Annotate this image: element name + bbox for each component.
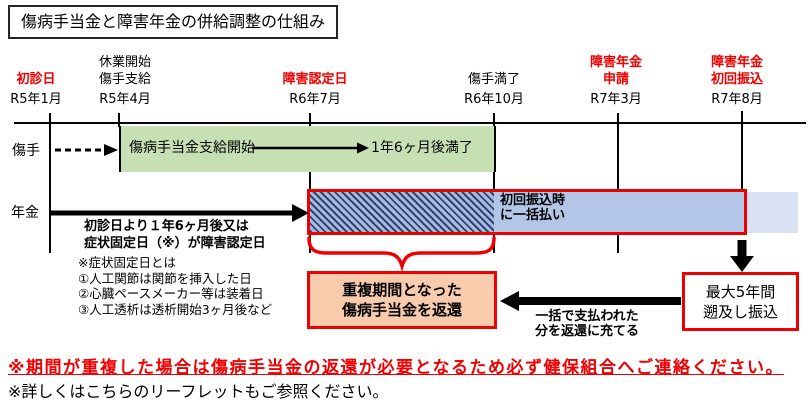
refund-arrow-label: 一括で支払われた 分を返還に充てる (534, 309, 639, 339)
down-arrow-head-icon (730, 256, 754, 272)
milestone-date: R6年7月 (289, 92, 341, 107)
lump-sum-label: 初回振込時 に一括払い (500, 193, 566, 223)
sickness-bar-start-label: 傷病手当金支給開始 (129, 140, 255, 156)
leaflet-note: ※詳しくはこちらのリーフレットもご参照ください。 (8, 382, 389, 401)
milestone-label: 障害認定日 (282, 72, 348, 87)
sickness-row-label: 傷手 (12, 143, 40, 159)
pension-arrow-head-icon (292, 204, 309, 222)
milestone-date: R5年1月 (10, 92, 62, 107)
pension-bar-overlap-hatch (310, 192, 494, 232)
milestone-leave-start: 休業開始 傷手支給 R5年4月 (60, 54, 190, 108)
timeline-axis (14, 122, 806, 124)
overlap-brace (307, 236, 496, 273)
dashed-arrow-head-icon (104, 144, 118, 156)
milestone-date: R5年4月 (99, 92, 151, 107)
sickness-bar-end-label: 1年6ヶ月後満了 (371, 140, 473, 156)
refund-box: 重複期間となった 傷病手当金を返還 (307, 271, 497, 329)
milestone-label: 休業開始 傷手支給 (98, 55, 151, 87)
milestone-disability-certification: 障害認定日 R6年7月 (250, 71, 380, 108)
tick-r5-1 (49, 113, 51, 253)
sickness-bar-arrow-head-icon (357, 142, 369, 154)
pension-bar-extension (747, 192, 798, 233)
tick-r5-4 (118, 113, 120, 127)
tick-r6-7 (309, 113, 311, 253)
tick-r7-3 (617, 113, 619, 253)
warning-text: ※期間が重複した場合は傷病手当金の返還が必要となるため必ず健保組合へご連絡くださ… (8, 358, 785, 378)
tick-r7-8 (741, 111, 743, 192)
milestone-label: 障害年金 初回振込 (710, 55, 763, 87)
fixed-date-note: ※症状固定日とは ①人工関節は関節を挿入した日 ②心臓ペースメーカー等は装着日 … (78, 255, 273, 317)
milestone-label: 障害年金 申請 (589, 55, 642, 87)
milestone-date: R6年10月 (464, 92, 524, 107)
milestone-label: 初診日 (16, 72, 56, 87)
milestone-first-visit: 初診日 R5年1月 (0, 71, 101, 108)
milestone-label: 傷手満了 (467, 72, 520, 87)
refund-arrow-head-icon (500, 291, 519, 311)
tick-r6-10 (493, 113, 495, 253)
milestone-date: R7年3月 (590, 92, 642, 107)
page-title: 傷病手当金と障害年金の併給調整の仕組み (8, 5, 339, 39)
milestone-first-transfer: 障害年金 初回振込 R7年8月 (672, 54, 802, 108)
backpay-box: 最大5年間 遡及し振込 (682, 272, 799, 331)
pension-row-label: 年金 (11, 205, 39, 221)
certification-note: 初診日より１年6ヶ月後又は 症状固定日（※）が障害認定日 (84, 219, 266, 251)
pension-bar (307, 189, 747, 235)
milestone-pension-application: 障害年金 申請 R7年3月 (551, 54, 681, 108)
milestone-benefit-end: 傷手満了 R6年10月 (429, 71, 559, 108)
milestone-date: R7年8月 (711, 92, 763, 107)
